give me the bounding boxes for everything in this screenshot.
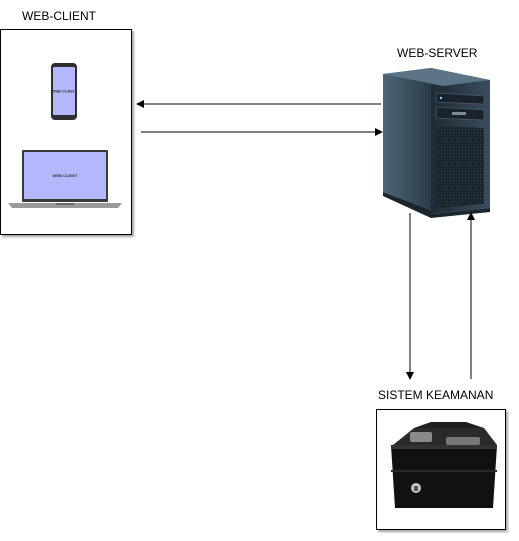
web-client-label: WEB-CLIENT [22, 9, 97, 23]
security-system-label: SISTEM KEAMANAN [378, 388, 494, 402]
laptop-screen-text: WEB CLIENT [53, 173, 78, 178]
web-server-label: WEB-SERVER [397, 46, 478, 60]
laptop-icon: WEB CLIENT [8, 150, 122, 208]
laptop-screen [24, 152, 106, 199]
smartphone-icon: WEB CLIENT [51, 63, 77, 120]
lockbox-icon [391, 422, 497, 508]
phone-screen [53, 67, 75, 115]
server-tower-icon [383, 68, 490, 218]
phone-screen-text: WEB CLIENT [52, 89, 77, 94]
